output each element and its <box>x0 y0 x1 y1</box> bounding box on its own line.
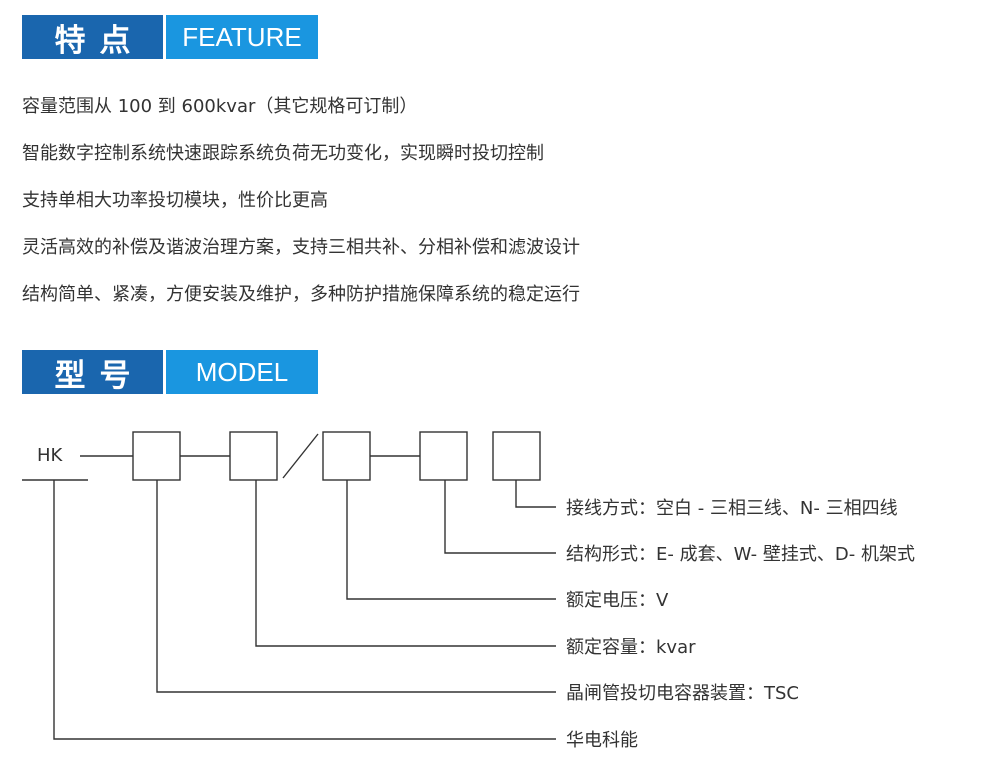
desc-structure: 结构形式：E- 成套、W- 壁挂式、D- 机架式 <box>566 544 915 565</box>
model-prefix: HK <box>37 445 64 466</box>
feature-item-compensation: 灵活高效的补偿及谐波治理方案，支持三相共补、分相补偿和滤波设计 <box>22 237 580 258</box>
feature-item-structure: 结构简单、紧凑，方便安装及维护，多种防护措施保障系统的稳定运行 <box>22 284 580 305</box>
code-box-structure <box>419 431 468 481</box>
desc-voltage: 额定电压：V <box>566 590 669 611</box>
leader-tsc <box>156 480 556 693</box>
code-box-tsc <box>132 431 181 481</box>
feature-title-en: FEATURE <box>166 15 318 59</box>
leader-structure <box>444 480 556 554</box>
model-header: 型号 MODEL <box>22 350 318 394</box>
leader-voltage <box>346 480 556 600</box>
code-box-capacity <box>229 431 278 481</box>
leader-wiring <box>515 480 556 508</box>
header-divider <box>163 15 166 59</box>
desc-brand: 华电科能 <box>566 730 638 751</box>
feature-item-control: 智能数字控制系统快速跟踪系统负荷无功变化，实现瞬时投切控制 <box>22 143 544 164</box>
leader-brand <box>53 480 556 740</box>
model-title-en: MODEL <box>166 350 318 394</box>
code-box-voltage <box>322 431 371 481</box>
slash-separator <box>282 433 319 479</box>
model-title-cn: 型号 <box>22 350 163 394</box>
desc-tsc: 晶闸管投切电容器装置：TSC <box>566 683 799 704</box>
feature-list: 容量范围从 100 到 600kvar（其它规格可订制） 智能数字控制系统快速跟… <box>22 92 580 327</box>
desc-wiring: 接线方式：空白 - 三相三线、N- 三相四线 <box>566 498 898 519</box>
code-box-wiring <box>492 431 541 481</box>
feature-header: 特点 FEATURE <box>22 15 318 59</box>
leader-capacity <box>255 480 556 647</box>
feature-item-capacity: 容量范围从 100 到 600kvar（其它规格可订制） <box>22 96 418 117</box>
desc-capacity: 额定容量：kvar <box>566 637 696 658</box>
feature-item-module: 支持单相大功率投切模块，性价比更高 <box>22 190 328 211</box>
feature-title-cn: 特点 <box>22 15 163 59</box>
header-divider <box>163 350 166 394</box>
